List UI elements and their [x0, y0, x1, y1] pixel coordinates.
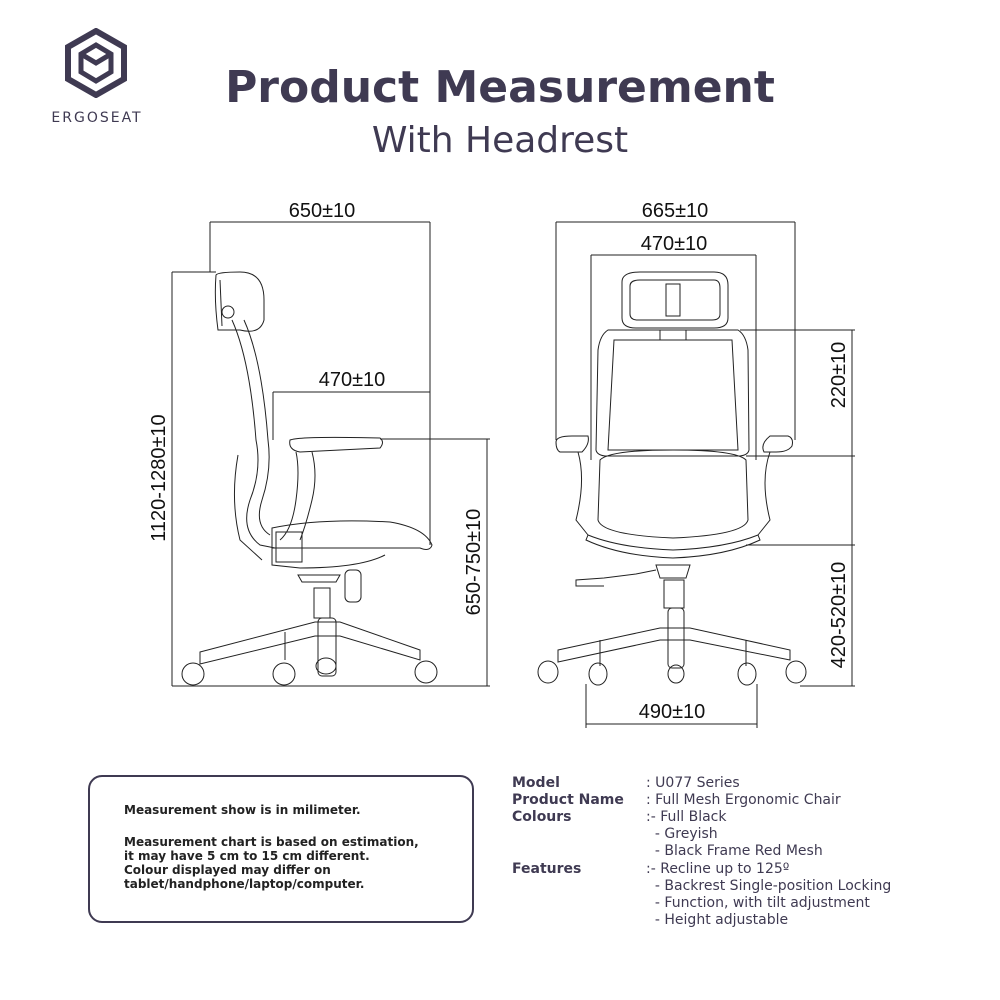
spec-feature-item: - Function, with tilt adjustment	[646, 895, 870, 911]
measurement-diagram: 650±10 470±10 1120-1280±10 650-750±10 66…	[148, 200, 855, 728]
dim-overall-height: 1120-1280±10	[148, 414, 170, 541]
dim-base-width: 490±10	[639, 701, 706, 723]
spec-colour-item: - Greyish	[646, 826, 718, 842]
dim-overall-width: 665±10	[642, 200, 709, 222]
spec-feature-item: - Height adjustable	[646, 912, 789, 928]
front-view-dimension-lines	[555, 221, 855, 728]
dim-seat-height: 650-750±10	[463, 509, 485, 616]
spec-name-label: Product Name	[512, 792, 624, 808]
spec-features-label: Features	[512, 861, 582, 877]
spec-colours-label: Colours	[512, 809, 572, 825]
dim-seat-floor-height: 420-520±10	[828, 562, 850, 669]
spec-model-value: : U077 Series	[646, 775, 740, 791]
spec-name-value: : Full Mesh Ergonomic Chair	[646, 792, 841, 808]
page-subtitle: With Headrest	[371, 120, 629, 161]
note-disclaimer: Measurement chart is based on estimation…	[124, 835, 419, 891]
spec-feature-item: - Backrest Single-position Locking	[646, 878, 892, 894]
dim-seat-width: 470±10	[641, 233, 708, 255]
brand-name: ERGOSEAT	[51, 110, 143, 126]
dim-overall-depth: 650±10	[289, 200, 356, 222]
page-title: Product Measurement	[225, 62, 775, 113]
note-units: Measurement show is in milimeter.	[124, 803, 361, 817]
notes-box: Measurement show is in milimeter. Measur…	[88, 775, 474, 923]
dim-seat-depth: 470±10	[319, 369, 386, 391]
ergoseat-hexagon-icon	[65, 28, 127, 98]
brand-logo: ERGOSEAT	[32, 28, 162, 128]
spec-feature-item: :- Recline up to 125º	[646, 861, 790, 877]
spec-model-label: Model	[512, 775, 560, 791]
dim-backrest-height: 220±10	[828, 342, 850, 409]
spec-colour-item: - Black Frame Red Mesh	[646, 843, 823, 859]
side-view-dimension-lines	[171, 221, 490, 687]
side-view-chair-drawing	[181, 271, 438, 686]
spec-colour-item: :- Full Black	[646, 809, 727, 825]
front-view-chair-drawing	[537, 271, 807, 686]
